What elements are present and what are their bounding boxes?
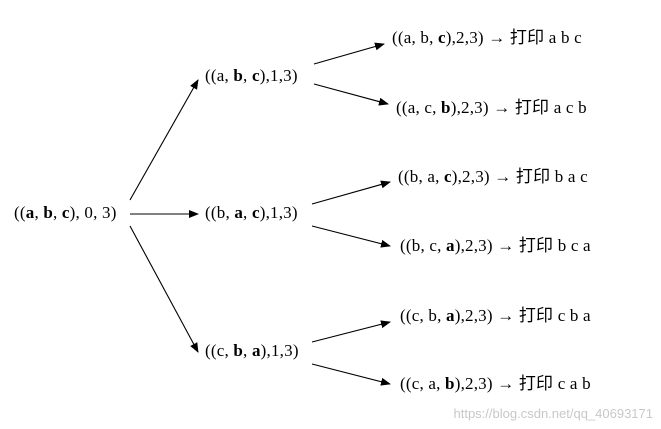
root-sep: , — [34, 203, 44, 222]
node-item: c — [251, 66, 260, 85]
leaf-close: ),2,3) — [445, 28, 484, 47]
node-open: (( — [205, 66, 217, 85]
leaf-open: (( — [400, 236, 412, 255]
leaf-item: c — [444, 167, 452, 186]
node-sep: , — [243, 341, 252, 360]
print-output: a c b — [553, 98, 587, 117]
arrow-icon: → — [497, 236, 515, 255]
leaf-item: c — [438, 28, 446, 47]
arrow-icon: → — [493, 98, 511, 117]
edge-root-to-abc — [129, 79, 199, 201]
node-close: ),1,3) — [260, 341, 299, 360]
node-open: (( — [205, 203, 217, 222]
print-label: 打印 — [518, 236, 554, 255]
leaf-open: (( — [400, 306, 412, 325]
arrow-icon: → — [488, 28, 506, 47]
leaf-open: (( — [396, 98, 408, 117]
leaf-item: a — [428, 374, 437, 393]
node-item: a — [251, 341, 261, 360]
edge-cba-to-cab — [311, 363, 391, 386]
leaf-item: a — [446, 306, 455, 325]
node-item: a — [234, 203, 244, 222]
leaf-item: b — [420, 28, 430, 47]
print-label: 打印 — [509, 28, 545, 47]
print-label: 打印 — [518, 374, 554, 393]
leaf-item: a — [427, 167, 436, 186]
node-sep: , — [243, 66, 252, 85]
leaf-close: ),2,3) — [451, 167, 490, 186]
leaf-item: c — [424, 98, 433, 117]
leaf-open: (( — [398, 167, 410, 186]
leaf-item: a — [403, 28, 412, 47]
leaf-node: ((c, a, b),2,3) → 打印 c a b — [400, 374, 591, 393]
root-open: (( — [14, 203, 26, 222]
print-label: 打印 — [514, 98, 550, 117]
edge-abc-to-acb — [313, 83, 389, 106]
print-output: a b c — [548, 28, 582, 47]
leaf-item: b — [409, 167, 419, 186]
node-close: ),1,3) — [259, 66, 298, 85]
node-item: c — [251, 203, 260, 222]
leaf-close: ),2,3) — [454, 236, 493, 255]
leaf-node: ((b, a, c),2,3) → 打印 b a c — [398, 167, 588, 186]
edge-abc-to-abc — [313, 42, 385, 65]
leaf-item: a — [446, 236, 455, 255]
node-sep: , — [224, 66, 234, 85]
leaf-node: ((c, b, a),2,3) → 打印 c b a — [400, 306, 591, 325]
leaf-item: c — [411, 374, 420, 393]
leaf-item: a — [407, 98, 416, 117]
level1-node: ((a, b, c),1,3) — [205, 66, 298, 86]
node-sep: , — [225, 203, 235, 222]
arrow-icon: → — [497, 306, 515, 325]
watermark-url: https://blog.csdn.net/qq_40693171 — [453, 406, 654, 421]
root-close: ), 0, 3) — [69, 203, 117, 222]
print-output: c a b — [557, 374, 591, 393]
leaf-item: b — [441, 98, 451, 117]
arrow-icon: → — [497, 374, 515, 393]
arrow-icon: → — [494, 167, 512, 186]
leaf-item: c — [429, 236, 438, 255]
leaf-node: ((a, b, c),2,3) → 打印 a b c — [392, 28, 582, 47]
print-output: c b a — [557, 306, 591, 325]
level1-node: ((c, b, a),1,3) — [205, 341, 299, 361]
print-output: b a c — [554, 167, 588, 186]
root-b: b — [43, 203, 53, 222]
node-sep: , — [224, 341, 234, 360]
root-node: ((a, b, c), 0, 3) — [14, 203, 117, 223]
node-item: b — [216, 203, 226, 222]
print-label: 打印 — [518, 306, 554, 325]
leaf-close: ),2,3) — [454, 306, 493, 325]
print-label: 打印 — [515, 167, 551, 186]
leaf-item: b — [428, 306, 438, 325]
leaf-item: b — [445, 374, 455, 393]
leaf-node: ((a, c, b),2,3) → 打印 a c b — [396, 98, 587, 117]
node-item: c — [216, 341, 225, 360]
node-sep: , — [243, 203, 252, 222]
node-item: b — [233, 66, 244, 85]
edge-bac-to-bac — [311, 180, 391, 205]
edge-root-to-cba — [129, 225, 199, 353]
leaf-close: ),2,3) — [454, 374, 493, 393]
root-sep: , — [53, 203, 62, 222]
leaf-open: (( — [400, 374, 412, 393]
node-close: ),1,3) — [259, 203, 298, 222]
node-item: b — [233, 341, 244, 360]
level1-node: ((b, a, c),1,3) — [205, 203, 298, 223]
print-output: b c a — [557, 236, 591, 255]
leaf-open: (( — [392, 28, 404, 47]
leaf-item: c — [411, 306, 420, 325]
leaf-item: b — [411, 236, 421, 255]
root-c: c — [61, 203, 70, 222]
leaf-node: ((b, c, a),2,3) → 打印 b c a — [400, 236, 591, 255]
node-open: (( — [205, 341, 217, 360]
root-a: a — [25, 203, 35, 222]
edge-bac-to-bca — [311, 225, 391, 248]
leaf-close: ),2,3) — [450, 98, 489, 117]
node-item: a — [216, 66, 225, 85]
edge-cba-to-cba — [311, 320, 391, 343]
